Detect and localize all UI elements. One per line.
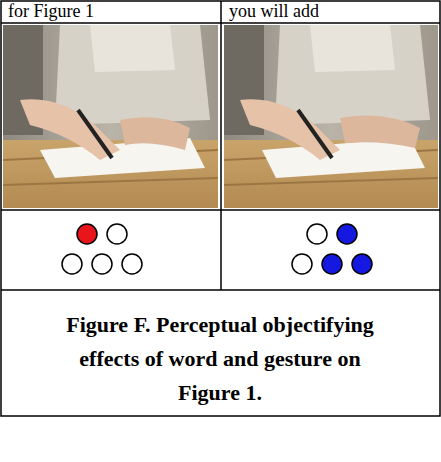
column-header: you will add xyxy=(229,0,319,22)
column-header: for Figure 1 xyxy=(8,0,94,22)
figure-caption: Figure F. Perceptual objectifying effect… xyxy=(50,308,390,410)
photo-left xyxy=(3,25,218,208)
table-grid xyxy=(1,1,440,416)
dot-pattern xyxy=(62,224,372,274)
photo-right xyxy=(224,25,438,208)
